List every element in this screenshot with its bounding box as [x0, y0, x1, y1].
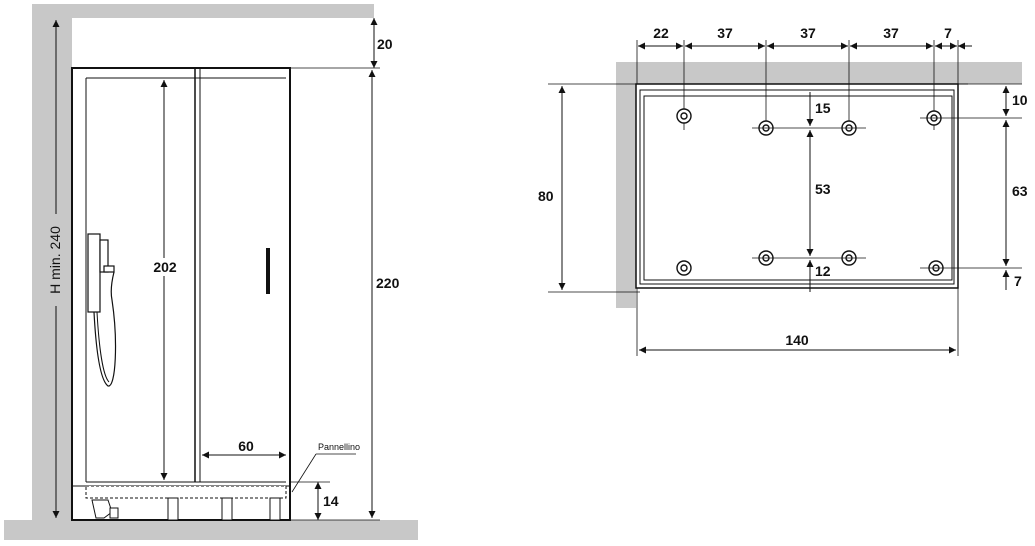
door-handle-icon [266, 248, 270, 294]
depth-label: 80 [538, 188, 554, 204]
top-gap-label: 20 [377, 36, 393, 52]
plan-view: 22 37 37 37 7 15 [538, 25, 1028, 356]
spacing-label-3: 37 [800, 25, 816, 41]
door-width-label: 60 [238, 438, 254, 454]
shower-hose-icon [87, 233, 117, 387]
inner-gap-mid-label: 53 [815, 181, 831, 197]
spacing-label-1: 22 [653, 25, 669, 41]
inner-gap-top-label: 15 [815, 100, 831, 116]
plan-back-wall [616, 62, 1022, 84]
spacing-label-4: 37 [883, 25, 899, 41]
ceiling-slab [32, 4, 374, 18]
right-bottom-label: 7 [1014, 273, 1022, 289]
total-height-label: 220 [376, 275, 400, 291]
width-label: 140 [785, 332, 809, 348]
plan-side-wall [616, 62, 636, 308]
height-label: H min. 240 [47, 226, 63, 294]
spacing-label-2: 37 [717, 25, 733, 41]
cabin-frame [71, 67, 291, 521]
panel-label: Pannellino [318, 442, 360, 452]
right-top-label: 10 [1012, 92, 1028, 108]
side-view: H min. 240 20 220 202 60 Pannellino 14 [4, 4, 418, 540]
floor-slab [4, 520, 418, 540]
panel-height-label: 14 [323, 493, 339, 509]
spacing-label-5: 7 [944, 25, 952, 41]
shower-tray [85, 485, 287, 499]
door-height-label: 202 [153, 259, 177, 275]
inner-gap-bottom-label: 12 [815, 263, 831, 279]
right-mid-label: 63 [1012, 183, 1028, 199]
tray-feet [91, 497, 281, 521]
